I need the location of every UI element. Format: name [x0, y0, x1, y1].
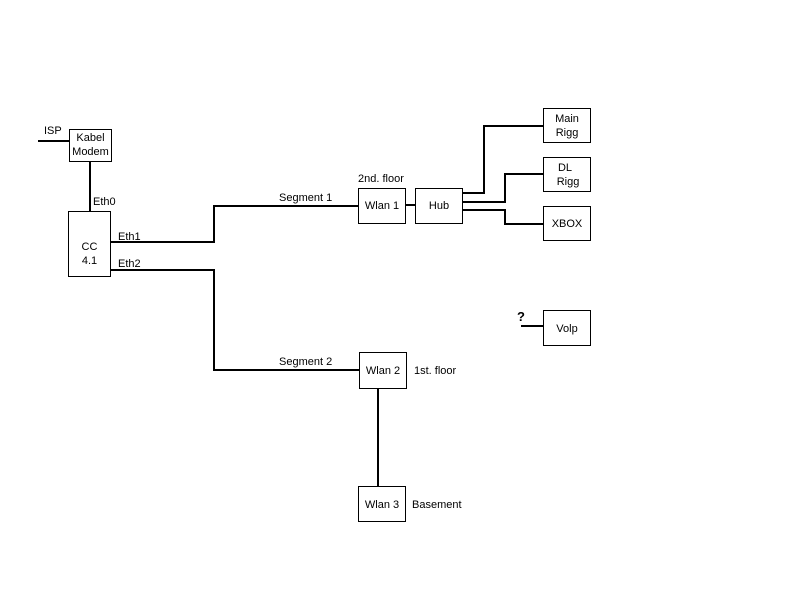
- cc-label-line2: 4.1: [82, 255, 97, 267]
- voip-label: Volp: [556, 323, 577, 335]
- isp-label: ISP: [44, 125, 62, 137]
- kabel-modem-label-line1: Kabel: [76, 132, 104, 144]
- hub-box: Hub: [415, 188, 463, 224]
- connections: [38, 125, 544, 487]
- wire-hub-dl-rigg: [463, 173, 544, 203]
- kabel-modem-box: Kabel Modem: [69, 129, 112, 162]
- eth2-label: Eth2: [118, 258, 141, 270]
- first-floor-label: 1st. floor: [414, 365, 457, 377]
- cc-router-box: CC 4.1: [68, 211, 111, 277]
- cc-label-line1: CC: [82, 241, 98, 253]
- voip-box: Volp: [543, 310, 591, 346]
- xbox-label: XBOX: [552, 218, 583, 230]
- wlan1-label: Wlan 1: [365, 200, 399, 212]
- main-rigg-label-line2: Rigg: [556, 127, 579, 139]
- dl-rigg-label-line2: Rigg: [557, 176, 580, 188]
- wire-cc-wlan1: [111, 205, 359, 243]
- wlan3-label: Wlan 3: [365, 499, 399, 511]
- main-rigg-label-line1: Main: [555, 113, 579, 125]
- wlan2-box: Wlan 2: [359, 352, 407, 389]
- wlan1-box: Wlan 1: [358, 188, 406, 224]
- wlan3-box: Wlan 3: [358, 486, 406, 522]
- segment2-label: Segment 2: [279, 356, 332, 368]
- dl-rigg-box: DL Rigg: [543, 157, 591, 192]
- hub-label: Hub: [429, 200, 449, 212]
- dl-rigg-label-line1: DL: [558, 162, 572, 174]
- eth1-label: Eth1: [118, 231, 141, 243]
- wlan2-label: Wlan 2: [366, 365, 400, 377]
- kabel-modem-label-line2: Modem: [72, 146, 109, 158]
- unknown-source-label: ?: [517, 309, 525, 324]
- main-rigg-box: Main Rigg: [543, 108, 591, 143]
- eth0-label: Eth0: [93, 196, 116, 208]
- wire-hub-main-rigg: [463, 125, 544, 194]
- segment1-label: Segment 1: [279, 192, 332, 204]
- second-floor-label: 2nd. floor: [358, 173, 404, 185]
- xbox-box: XBOX: [543, 206, 591, 241]
- basement-label: Basement: [412, 499, 462, 511]
- wire-hub-xbox: [463, 209, 544, 225]
- wire-cc-wlan2: [111, 269, 360, 371]
